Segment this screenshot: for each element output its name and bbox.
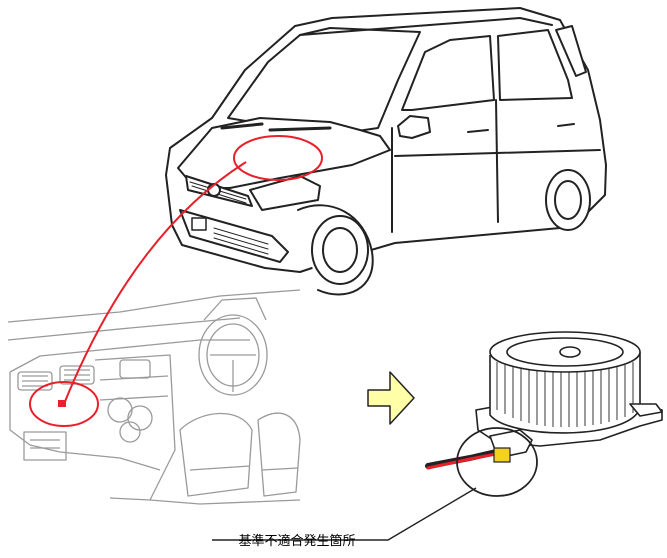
connector-plug-icon <box>493 447 511 463</box>
blower-motor-illustration <box>475 331 663 459</box>
arrow-right-icon <box>367 371 415 425</box>
wire-harness <box>425 447 511 470</box>
highlight-marks <box>29 135 323 427</box>
leader-curve <box>63 161 247 405</box>
dashboard-highlight-ellipse <box>29 381 99 427</box>
connector-highlight-circle <box>456 427 538 497</box>
hood-highlight-ellipse <box>233 135 323 181</box>
callout-label: 基準不適合発生箇所 <box>238 534 356 549</box>
callout-leader <box>212 487 477 541</box>
dashboard-illustration <box>7 289 301 505</box>
car-illustration <box>165 7 607 296</box>
